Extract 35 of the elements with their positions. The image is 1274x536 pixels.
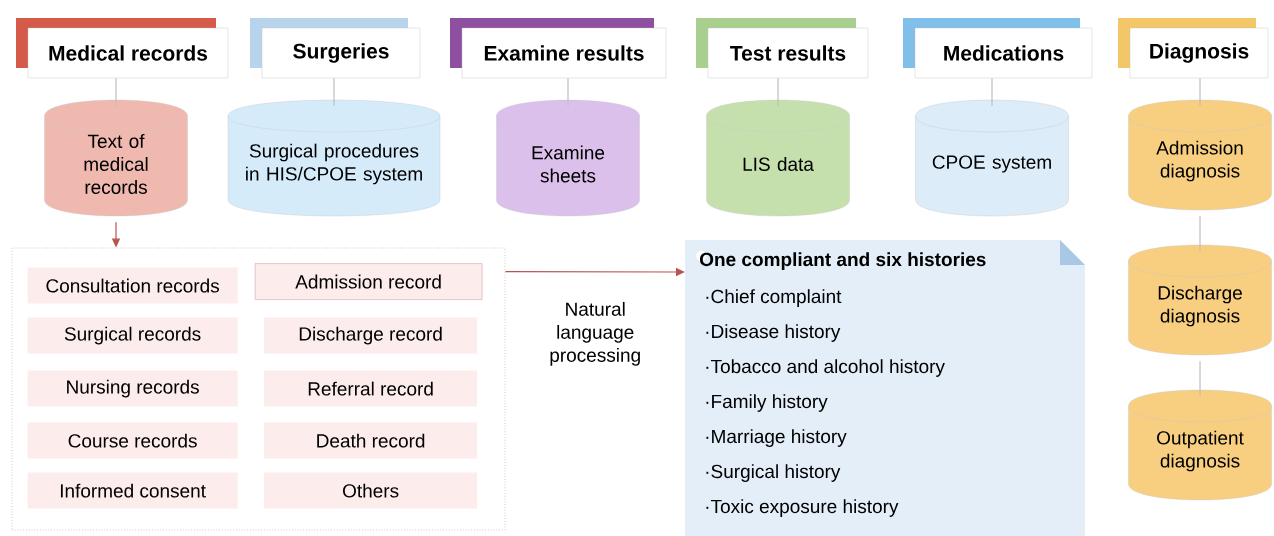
connector-line: [115, 77, 117, 107]
database-cylinder: Outpatient diagnosis: [1128, 389, 1272, 501]
connector-line: [333, 77, 335, 107]
record-cell: Nursing records: [27, 370, 238, 407]
connector-line: [1199, 215, 1201, 252]
record-cell: Surgical records: [27, 317, 238, 354]
connector-line: [777, 77, 779, 107]
record-cell: Admission record: [254, 263, 483, 300]
record-cell: Death record: [264, 422, 478, 459]
database-cylinder: Surgical procedures in HIS/CPOE system: [227, 99, 441, 217]
dotted-group-box: [11, 247, 506, 531]
database-cylinder: Admission diagnosis: [1128, 99, 1272, 211]
connector-line: [991, 77, 993, 107]
record-cell: Discharge record: [264, 317, 478, 354]
database-cylinder: LIS data: [706, 99, 850, 217]
category-tab: Medications: [903, 18, 1093, 79]
database-cylinder: Examine sheets: [496, 99, 640, 217]
category-tab: Examine results: [450, 18, 667, 79]
edge-label: Natural language processing: [550, 301, 640, 366]
record-cell: Referral record: [264, 370, 478, 407]
database-cylinder: Text of medical records: [44, 99, 188, 217]
note-card: One compliant and six histories ·Chief complaint ·Disease history ·Tobacco and alcohol history ·Family history ·Marriage history ·Surgical history ·Toxic exposure history: [685, 240, 1085, 536]
category-tab: Medical records: [16, 18, 229, 79]
connector-line: [1199, 360, 1201, 397]
database-cylinder: Discharge diagnosis: [1128, 244, 1272, 356]
record-cell: Others: [264, 472, 478, 509]
database-cylinder: CPOE system: [915, 99, 1069, 217]
record-cell: Informed consent: [27, 472, 238, 509]
record-cell: Course records: [27, 422, 238, 459]
record-cell: Consultation records: [27, 267, 238, 304]
connector-line: [567, 77, 569, 107]
connector-line: [1199, 77, 1201, 107]
category-tab: Surgeries: [250, 18, 421, 79]
category-tab: Test results: [696, 18, 869, 79]
category-tab: Diagnosis: [1118, 18, 1269, 79]
